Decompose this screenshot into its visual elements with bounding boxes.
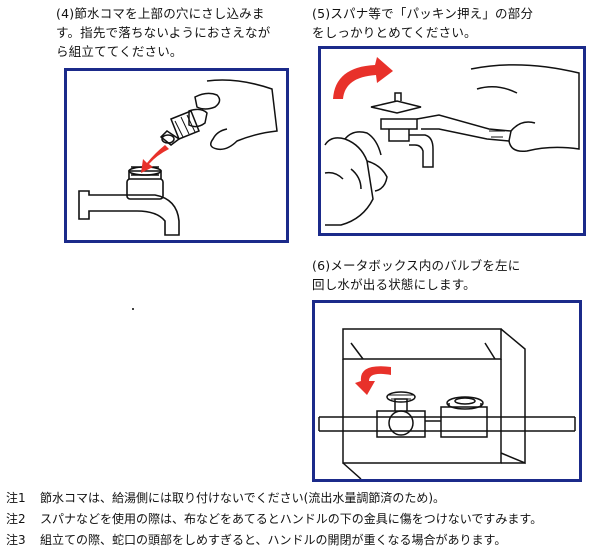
note-2-label: 注2 xyxy=(6,512,26,526)
note-3-label: 注3 xyxy=(6,533,26,547)
insert-arrow-icon xyxy=(141,145,169,173)
notes-section: 注1 節水コマは、給湯側には取り付けないでください(流出水量調節済のため)。 注2… xyxy=(6,488,542,551)
step-4-text: (4)節水コマを上部の穴にさし込みま す。指先で落ちないようにおさえなが ら組立… xyxy=(56,4,270,61)
note-3-text: 組立ての際、蛇口の頭部をしめすぎると、ハンドルの開閉が重くなる場合があります。 xyxy=(40,533,507,547)
stray-dot xyxy=(132,308,134,310)
step-5-text: (5)スパナ等で「パッキン押え」の部分 をしっかりとめてください。 xyxy=(312,4,533,42)
step-6-line-1: (6)メータボックス内のバルブを左に xyxy=(312,258,521,273)
wrench-tighten-drawing xyxy=(324,57,580,226)
note-1-label: 注1 xyxy=(6,491,26,505)
step-4-line-2: す。指先で落ちないようにおさえなが xyxy=(56,25,271,40)
note-1-text: 節水コマは、給湯側には取り付けないでください(流出水量調節済のため)。 xyxy=(40,491,446,505)
note-2-text: スパナなどを使用の際は、布などをあてるとハンドルの下の金具に傷をつけないですみま… xyxy=(40,512,543,526)
step-4-line-1: (4)節水コマを上部の穴にさし込みま xyxy=(56,6,265,21)
step-5-line-1: (5)スパナ等で「パッキン押え」の部分 xyxy=(312,6,534,21)
note-3: 注3 組立ての際、蛇口の頭部をしめすぎると、ハンドルの開閉が重くなる場合があります… xyxy=(6,530,542,551)
step-5-illustration xyxy=(318,46,586,236)
tighten-arrow-icon xyxy=(333,57,393,99)
step-6-illustration xyxy=(312,300,582,482)
step-6-line-2: 回し水が出る状態にします。 xyxy=(312,277,476,292)
step-5-line-2: をしっかりとめてください。 xyxy=(312,25,477,40)
turn-left-arrow-icon xyxy=(355,366,391,395)
step-6-text: (6)メータボックス内のバルブを左に 回し水が出る状態にします。 xyxy=(312,256,520,294)
note-2: 注2 スパナなどを使用の際は、布などをあてるとハンドルの下の金具に傷をつけないです… xyxy=(6,509,542,530)
note-1: 注1 節水コマは、給湯側には取り付けないでください(流出水量調節済のため)。 xyxy=(6,488,542,509)
meter-box-valve-drawing xyxy=(318,328,576,479)
step-4-illustration xyxy=(64,68,289,243)
faucet-insert-drawing xyxy=(78,79,278,236)
step-4-line-3: ら組立ててください。 xyxy=(56,44,183,59)
